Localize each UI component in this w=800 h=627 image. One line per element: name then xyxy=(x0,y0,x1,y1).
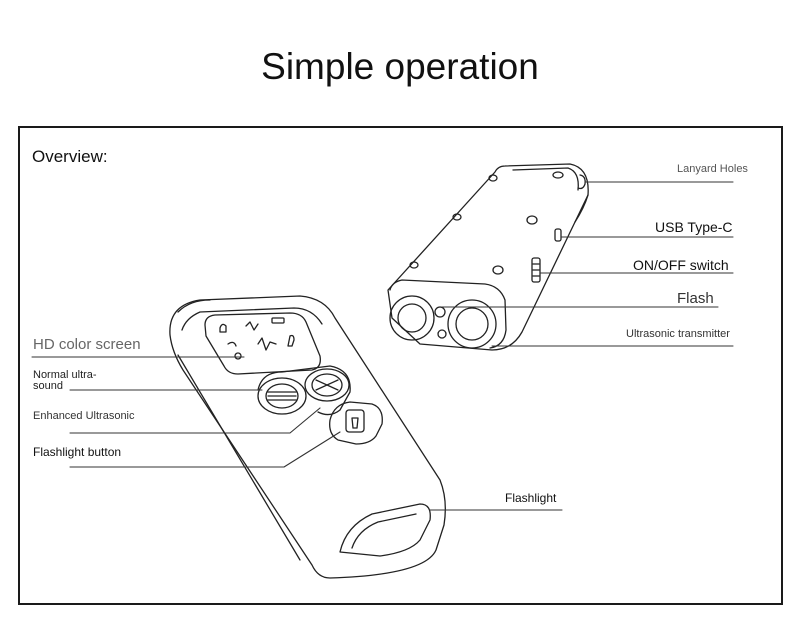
flashlight-button-shape xyxy=(329,401,383,445)
on-off-switch xyxy=(531,257,541,283)
usb-port xyxy=(554,228,562,242)
label-normal-ultrasound-line1: Normal ultra- xyxy=(33,369,97,381)
label-lanyard-holes: Lanyard Holes xyxy=(677,163,748,175)
label-usb-type-c: USB Type-C xyxy=(655,219,733,235)
label-ultrasonic-transmitter: Ultrasonic transmitter xyxy=(626,328,730,340)
device-front-view xyxy=(169,295,446,579)
label-normal-ultrasound-line2: sound xyxy=(33,380,63,392)
normal-ultrasound-button xyxy=(257,377,307,415)
label-flashlight: Flashlight xyxy=(505,491,557,505)
flash-led xyxy=(434,306,446,318)
page-title: Simple operation xyxy=(261,46,539,87)
label-on-off-switch: ON/OFF switch xyxy=(633,257,729,273)
label-normal-ultrasound: Normal ultra- sound xyxy=(33,370,97,392)
label-flash: Flash xyxy=(677,290,714,307)
label-flashlight-button: Flashlight button xyxy=(33,445,122,459)
device-rear-view xyxy=(387,163,589,351)
lanyard-hole xyxy=(577,174,586,190)
lens-left xyxy=(389,295,435,341)
label-hd-color-screen: HD color screen xyxy=(33,336,141,353)
leader-lines xyxy=(31,181,734,511)
label-enhanced-ultrasonic: Enhanced Ultrasonic xyxy=(33,410,135,422)
overview-heading: Overview: xyxy=(32,147,108,166)
diagram-frame xyxy=(18,126,783,605)
hd-color-screen xyxy=(204,312,321,375)
enhanced-ultrasonic-button xyxy=(304,368,350,402)
flashlight-opening xyxy=(339,503,431,557)
lens-right xyxy=(447,299,497,349)
